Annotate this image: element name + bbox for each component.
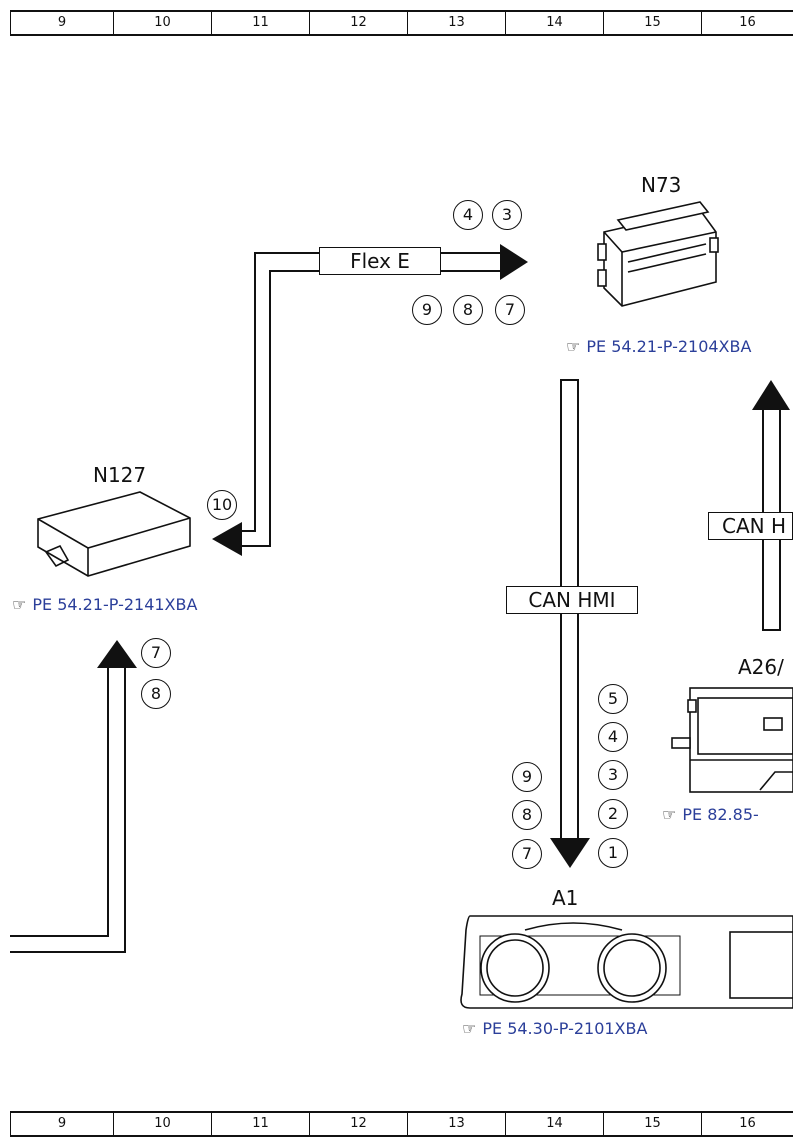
- a26-reference-link[interactable]: ☞ PE 82.85-: [662, 805, 759, 824]
- column-ruler-bottom: 9 10 11 12 13 14 15 16: [10, 1111, 793, 1137]
- ruler-cell: 16: [701, 12, 793, 34]
- n127-module-drawing: [37, 491, 191, 577]
- arrow-left-to-n127: [212, 522, 242, 556]
- column-ruler-top: 9 10 11 12 13 14 15 16: [10, 10, 793, 36]
- marker-circle: 8: [512, 800, 542, 830]
- pointing-hand-icon: ☞: [662, 805, 677, 824]
- ruler-cell: 11: [211, 12, 309, 34]
- n73-control-unit-drawing: [597, 201, 719, 307]
- a1-reference-text: PE 54.30-P-2101XBA: [482, 1019, 648, 1038]
- n127-label: N127: [93, 463, 147, 487]
- ruler-cell: 14: [505, 1113, 603, 1135]
- ruler-cell: 9: [10, 12, 113, 34]
- marker-circle: 10: [207, 490, 237, 520]
- ruler-cell: 14: [505, 12, 603, 34]
- a1-instrument-cluster-drawing: [460, 915, 793, 1009]
- marker-circle: 3: [598, 760, 628, 790]
- a1-label: A1: [552, 886, 579, 910]
- marker-circle: 7: [512, 839, 542, 869]
- marker-circle: 8: [141, 679, 171, 709]
- arrow-right-to-n73: [500, 244, 528, 280]
- marker-circle: 1: [598, 838, 628, 868]
- ruler-cell: 13: [407, 1113, 505, 1135]
- arrow-up-right: [752, 380, 790, 410]
- ruler-cell: 10: [113, 1113, 211, 1135]
- ruler-cell: 10: [113, 12, 211, 34]
- n73-reference-link[interactable]: ☞ PE 54.21-P-2104XBA: [566, 337, 751, 356]
- pointing-hand-icon: ☞: [12, 595, 27, 614]
- can-bus-label-partial: CAN H: [708, 512, 793, 540]
- marker-circle: 5: [598, 684, 628, 714]
- arrow-up-to-n127: [97, 640, 137, 668]
- n73-label: N73: [641, 173, 682, 197]
- arrow-down-to-a1: [550, 838, 590, 868]
- marker-circle: 4: [453, 200, 483, 230]
- a1-reference-link[interactable]: ☞ PE 54.30-P-2101XBA: [462, 1019, 647, 1038]
- ruler-cell: 11: [211, 1113, 309, 1135]
- left-bus-connection: [10, 668, 126, 953]
- ruler-cell: 13: [407, 12, 505, 34]
- ruler-cell: 12: [309, 1113, 407, 1135]
- marker-circle: 8: [453, 295, 483, 325]
- n127-reference-text: PE 54.21-P-2141XBA: [32, 595, 198, 614]
- marker-circle: 7: [141, 638, 171, 668]
- can-hmi-bus-label: CAN HMI: [506, 586, 638, 614]
- marker-circle: 2: [598, 799, 628, 829]
- ruler-cell: 12: [309, 12, 407, 34]
- ruler-cell: 15: [603, 1113, 701, 1135]
- a26-reference-text: PE 82.85-: [682, 805, 759, 824]
- marker-circle: 4: [598, 722, 628, 752]
- pointing-hand-icon: ☞: [566, 337, 581, 356]
- a26-label: A26/: [738, 655, 784, 679]
- a26-unit-drawing: [671, 687, 793, 793]
- n73-reference-text: PE 54.21-P-2104XBA: [586, 337, 752, 356]
- n127-reference-link[interactable]: ☞ PE 54.21-P-2141XBA: [12, 595, 197, 614]
- marker-circle: 7: [495, 295, 525, 325]
- ruler-cell: 9: [10, 1113, 113, 1135]
- flex-e-bus-label: Flex E: [319, 247, 441, 275]
- marker-circle: 9: [512, 762, 542, 792]
- pointing-hand-icon: ☞: [462, 1019, 477, 1038]
- ruler-cell: 16: [701, 1113, 793, 1135]
- ruler-cell: 15: [603, 12, 701, 34]
- marker-circle: 9: [412, 295, 442, 325]
- marker-circle: 3: [492, 200, 522, 230]
